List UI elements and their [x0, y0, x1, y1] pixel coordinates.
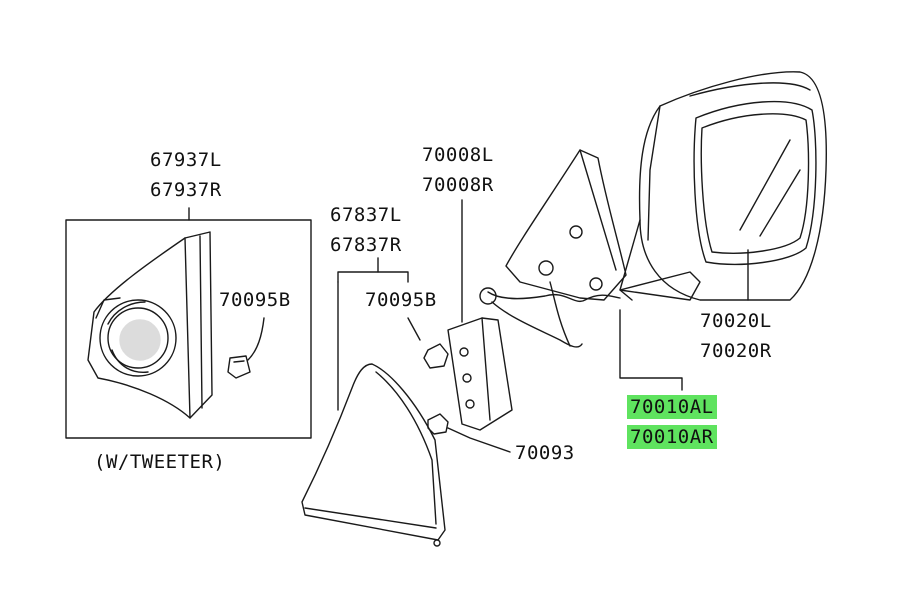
- label-nut: 70093: [515, 442, 575, 464]
- mirror-head: [619, 71, 827, 301]
- label-bracket-l: 70008L: [422, 144, 494, 166]
- leader-67837-bracket: [337, 271, 409, 283]
- trim-screw: [407, 317, 449, 369]
- label-mirror-glass-r: 70020R: [700, 340, 772, 362]
- label-bracket-r: 70008R: [422, 174, 494, 196]
- label-w-tweeter: (W/TWEETER): [94, 451, 226, 473]
- label-trim-cover-l: 67837L: [330, 204, 402, 226]
- label-tweeter-trim-l: 67937L: [150, 149, 222, 171]
- mirror-bracket: [447, 199, 513, 431]
- label-trim-cover-r: 67837R: [330, 234, 402, 256]
- label-mirror-assy-r: 70010AR: [627, 425, 717, 449]
- label-trim-screw: 70095B: [365, 289, 437, 311]
- mirror-base-plate: [505, 149, 627, 301]
- label-tweeter-trim-r: 67937R: [150, 179, 222, 201]
- trim-cover: [301, 363, 446, 547]
- nut: [427, 413, 511, 453]
- wire-harness: [479, 281, 621, 348]
- label-mirror-assy-l: 70010AL: [627, 395, 717, 419]
- leader-70010A: [619, 309, 683, 391]
- tweeter-trim-piece: [87, 231, 213, 419]
- label-tweeter-screw: 70095B: [219, 289, 291, 311]
- label-mirror-glass-l: 70020L: [700, 310, 772, 332]
- tweeter-screw: [227, 317, 265, 379]
- tweeter-inset-box: [65, 219, 312, 439]
